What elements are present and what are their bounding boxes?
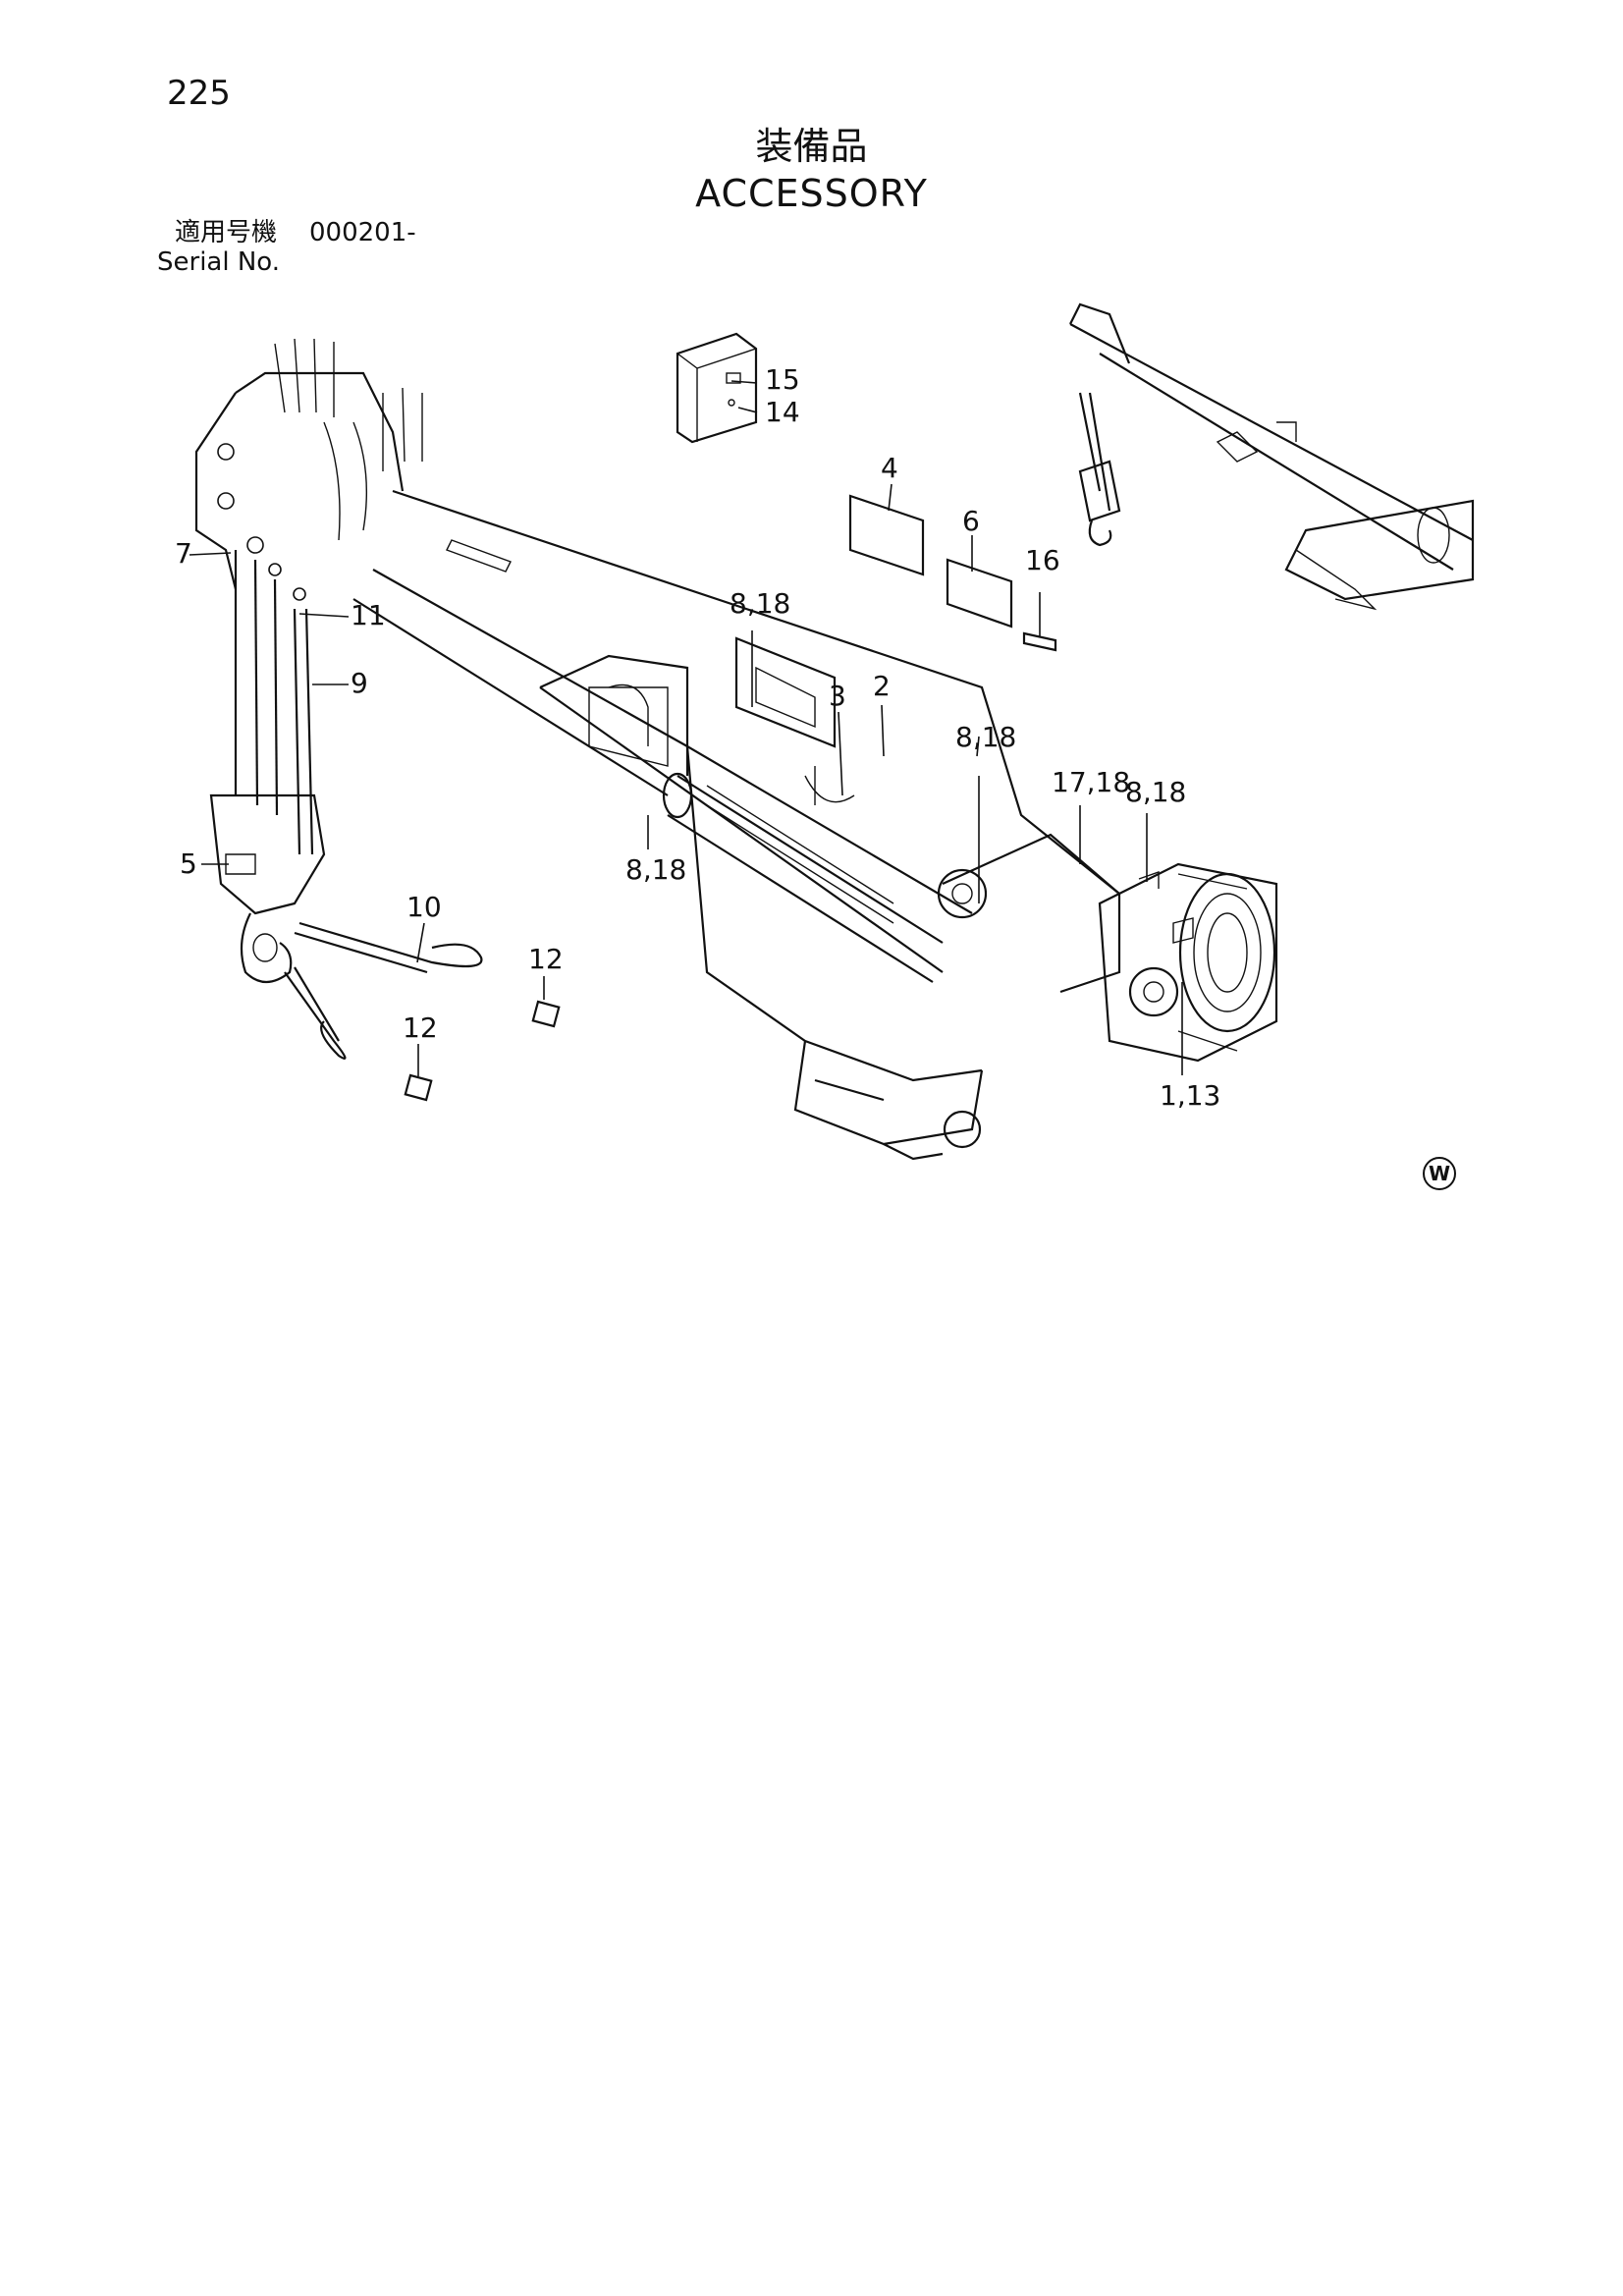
serial-label-japanese: 適用号機 <box>175 218 278 247</box>
callout-2: 2 <box>873 670 891 702</box>
callout-12-upper: 12 <box>528 943 564 975</box>
decals-drawing <box>848 494 1057 652</box>
inset-crane-drawing <box>1069 302 1475 611</box>
callout-labels: 15 14 4 6 16 7 11 9 5 10 12 12 8,18 3 2 … <box>175 363 1220 1112</box>
callout-16: 16 <box>1025 544 1060 576</box>
callout-15: 15 <box>765 363 800 396</box>
title-english: ACCESSORY <box>695 172 928 215</box>
callout-4: 4 <box>881 452 898 484</box>
callout-5: 5 <box>180 847 197 880</box>
leader-lines <box>189 380 1183 1076</box>
callout-1-13: 1,13 <box>1160 1079 1220 1112</box>
main-boom-drawing <box>352 489 1278 1161</box>
callout-6: 6 <box>962 505 980 537</box>
callout-8-18-middle: 8,18 <box>955 721 1016 753</box>
serial-number-value: 000201- <box>309 218 416 247</box>
callout-12-lower: 12 <box>403 1011 438 1044</box>
page-number: 225 <box>167 74 231 113</box>
serial-label-english: Serial No. <box>157 247 280 277</box>
callout-8-18-right: 8,18 <box>1125 776 1186 808</box>
title-japanese: 装備品 <box>755 125 868 168</box>
callout-10: 10 <box>406 891 442 923</box>
callout-14: 14 <box>765 396 800 428</box>
wire-rope-drawing <box>284 921 483 1060</box>
callout-11: 11 <box>351 599 386 631</box>
box-drawing <box>676 332 758 444</box>
callout-3: 3 <box>829 680 846 712</box>
callout-9: 9 <box>351 667 368 699</box>
clip-drawing <box>404 1000 561 1102</box>
callout-17-18: 17,18 <box>1052 766 1130 798</box>
callout-7: 7 <box>175 537 192 570</box>
callout-8-18-lower: 8,18 <box>625 853 686 886</box>
watermark-icon: W <box>1423 1157 1456 1190</box>
boom-head-drawing <box>194 338 423 984</box>
callout-8-18-top: 8,18 <box>730 587 790 620</box>
